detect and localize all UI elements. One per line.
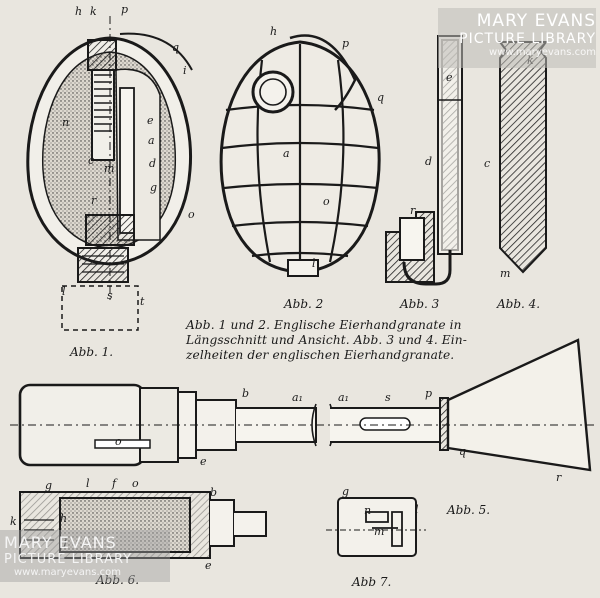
fig6-label-k: k [10,515,17,528]
fig4-detail-drawing [498,41,548,274]
fig5-label-q: q [459,445,467,458]
fig6-label-l: l [86,477,90,490]
main-caption: Abb. 1 und 2. Englische Eierhandgranate … [186,318,506,363]
fig7-label-g: g [342,485,350,498]
fig2-label-l: l [312,257,316,270]
fig5-label-s: s [385,391,391,404]
fig2-label-q: q [377,91,385,104]
fig2-external-view [219,34,381,277]
label-q: q [172,41,180,54]
fig1-section-drawing [26,16,193,331]
fig4-caption: Abb. 4. [497,297,541,311]
fig2-label-h: h [270,25,278,38]
fig5-label-b: b [242,387,250,400]
fig2-label-o: o [323,195,330,208]
fig5-stick-grenade [10,338,598,472]
fig3-label-e: e [446,71,453,84]
fig7-label-l: l [415,503,419,516]
fig1-caption: Abb. 1. [70,345,114,359]
watermark-site: www.maryevans.com [14,567,121,578]
label-s: s [107,289,113,302]
fig6-label-g: g [45,479,53,492]
fig6-label-f: f [112,477,117,490]
watermark-top: MARY EVANS PICTURE LIBRARY www.maryevans… [438,8,596,68]
fig5-label-a1-left: a₁ [292,391,303,404]
fig2-label-a: a [283,147,290,160]
fig7-label-m: m [374,525,385,538]
fig7-caption: Abb 7. [352,575,392,589]
fig5-label-o: o [115,435,122,448]
label-k: k [90,5,97,18]
label-d: d [149,157,157,170]
fig7-detail-drawing [326,497,426,557]
watermark-name: MARY EVANS [4,533,117,552]
label-o: o [188,208,195,221]
fig6-caption: Abb. 6. [96,573,140,587]
fig7-label-n: n [364,504,372,517]
fig5-label-p: p [425,387,433,400]
watermark-name: MARY EVANS [476,11,596,31]
caption-line: zelheiten der englischen Eierhandgranate… [186,348,455,362]
label-l: l [62,285,66,298]
label-p: p [121,3,129,16]
fig6-label-b: b [210,486,218,499]
label-t: t [140,295,145,308]
fig3-caption: Abb. 3 [400,297,440,311]
fig6-label-e: e [205,559,212,572]
label-a: a [148,134,155,147]
label-m: m [104,162,115,175]
label-n: n [62,116,70,129]
fig3-label-r: r [410,204,416,217]
fig6-label-h: h [60,512,68,525]
fig5-label-e: e [200,455,207,468]
fig4-label-c: c [484,157,491,170]
label-c: c [88,154,95,167]
fig2-label-p: p [342,37,350,50]
watermark-library: PICTURE LIBRARY [459,31,596,47]
fig3-label-d: d [425,155,433,168]
fig5-caption: Abb. 5. [447,503,491,517]
caption-line: Längsschnitt und Ansicht. Abb. 3 und 4. … [186,333,467,347]
fig5-label-r: r [556,471,562,484]
fig2-caption: Abb. 2 [284,297,324,311]
label-e: e [147,114,154,127]
label-h: h [75,5,83,18]
label-g: g [150,181,158,194]
watermark-site: www.maryevans.com [489,47,596,58]
fig6-section-drawing [19,491,267,559]
fig4-label-m: m [500,267,511,280]
fig6-label-d: d [60,537,68,550]
fig3-detail-drawing [385,35,463,286]
watermark-library: PICTURE LIBRARY [4,552,133,567]
caption-line: Abb. 1 und 2. Englische Eierhandgranate … [186,318,462,332]
watermark-bottom: MARY EVANS PICTURE LIBRARY www.maryevans… [0,530,170,582]
label-i: i [183,64,187,77]
label-r: r [91,194,97,207]
fig6-label-o: o [132,477,139,490]
fig5-label-a1-right: a₁ [338,391,349,404]
